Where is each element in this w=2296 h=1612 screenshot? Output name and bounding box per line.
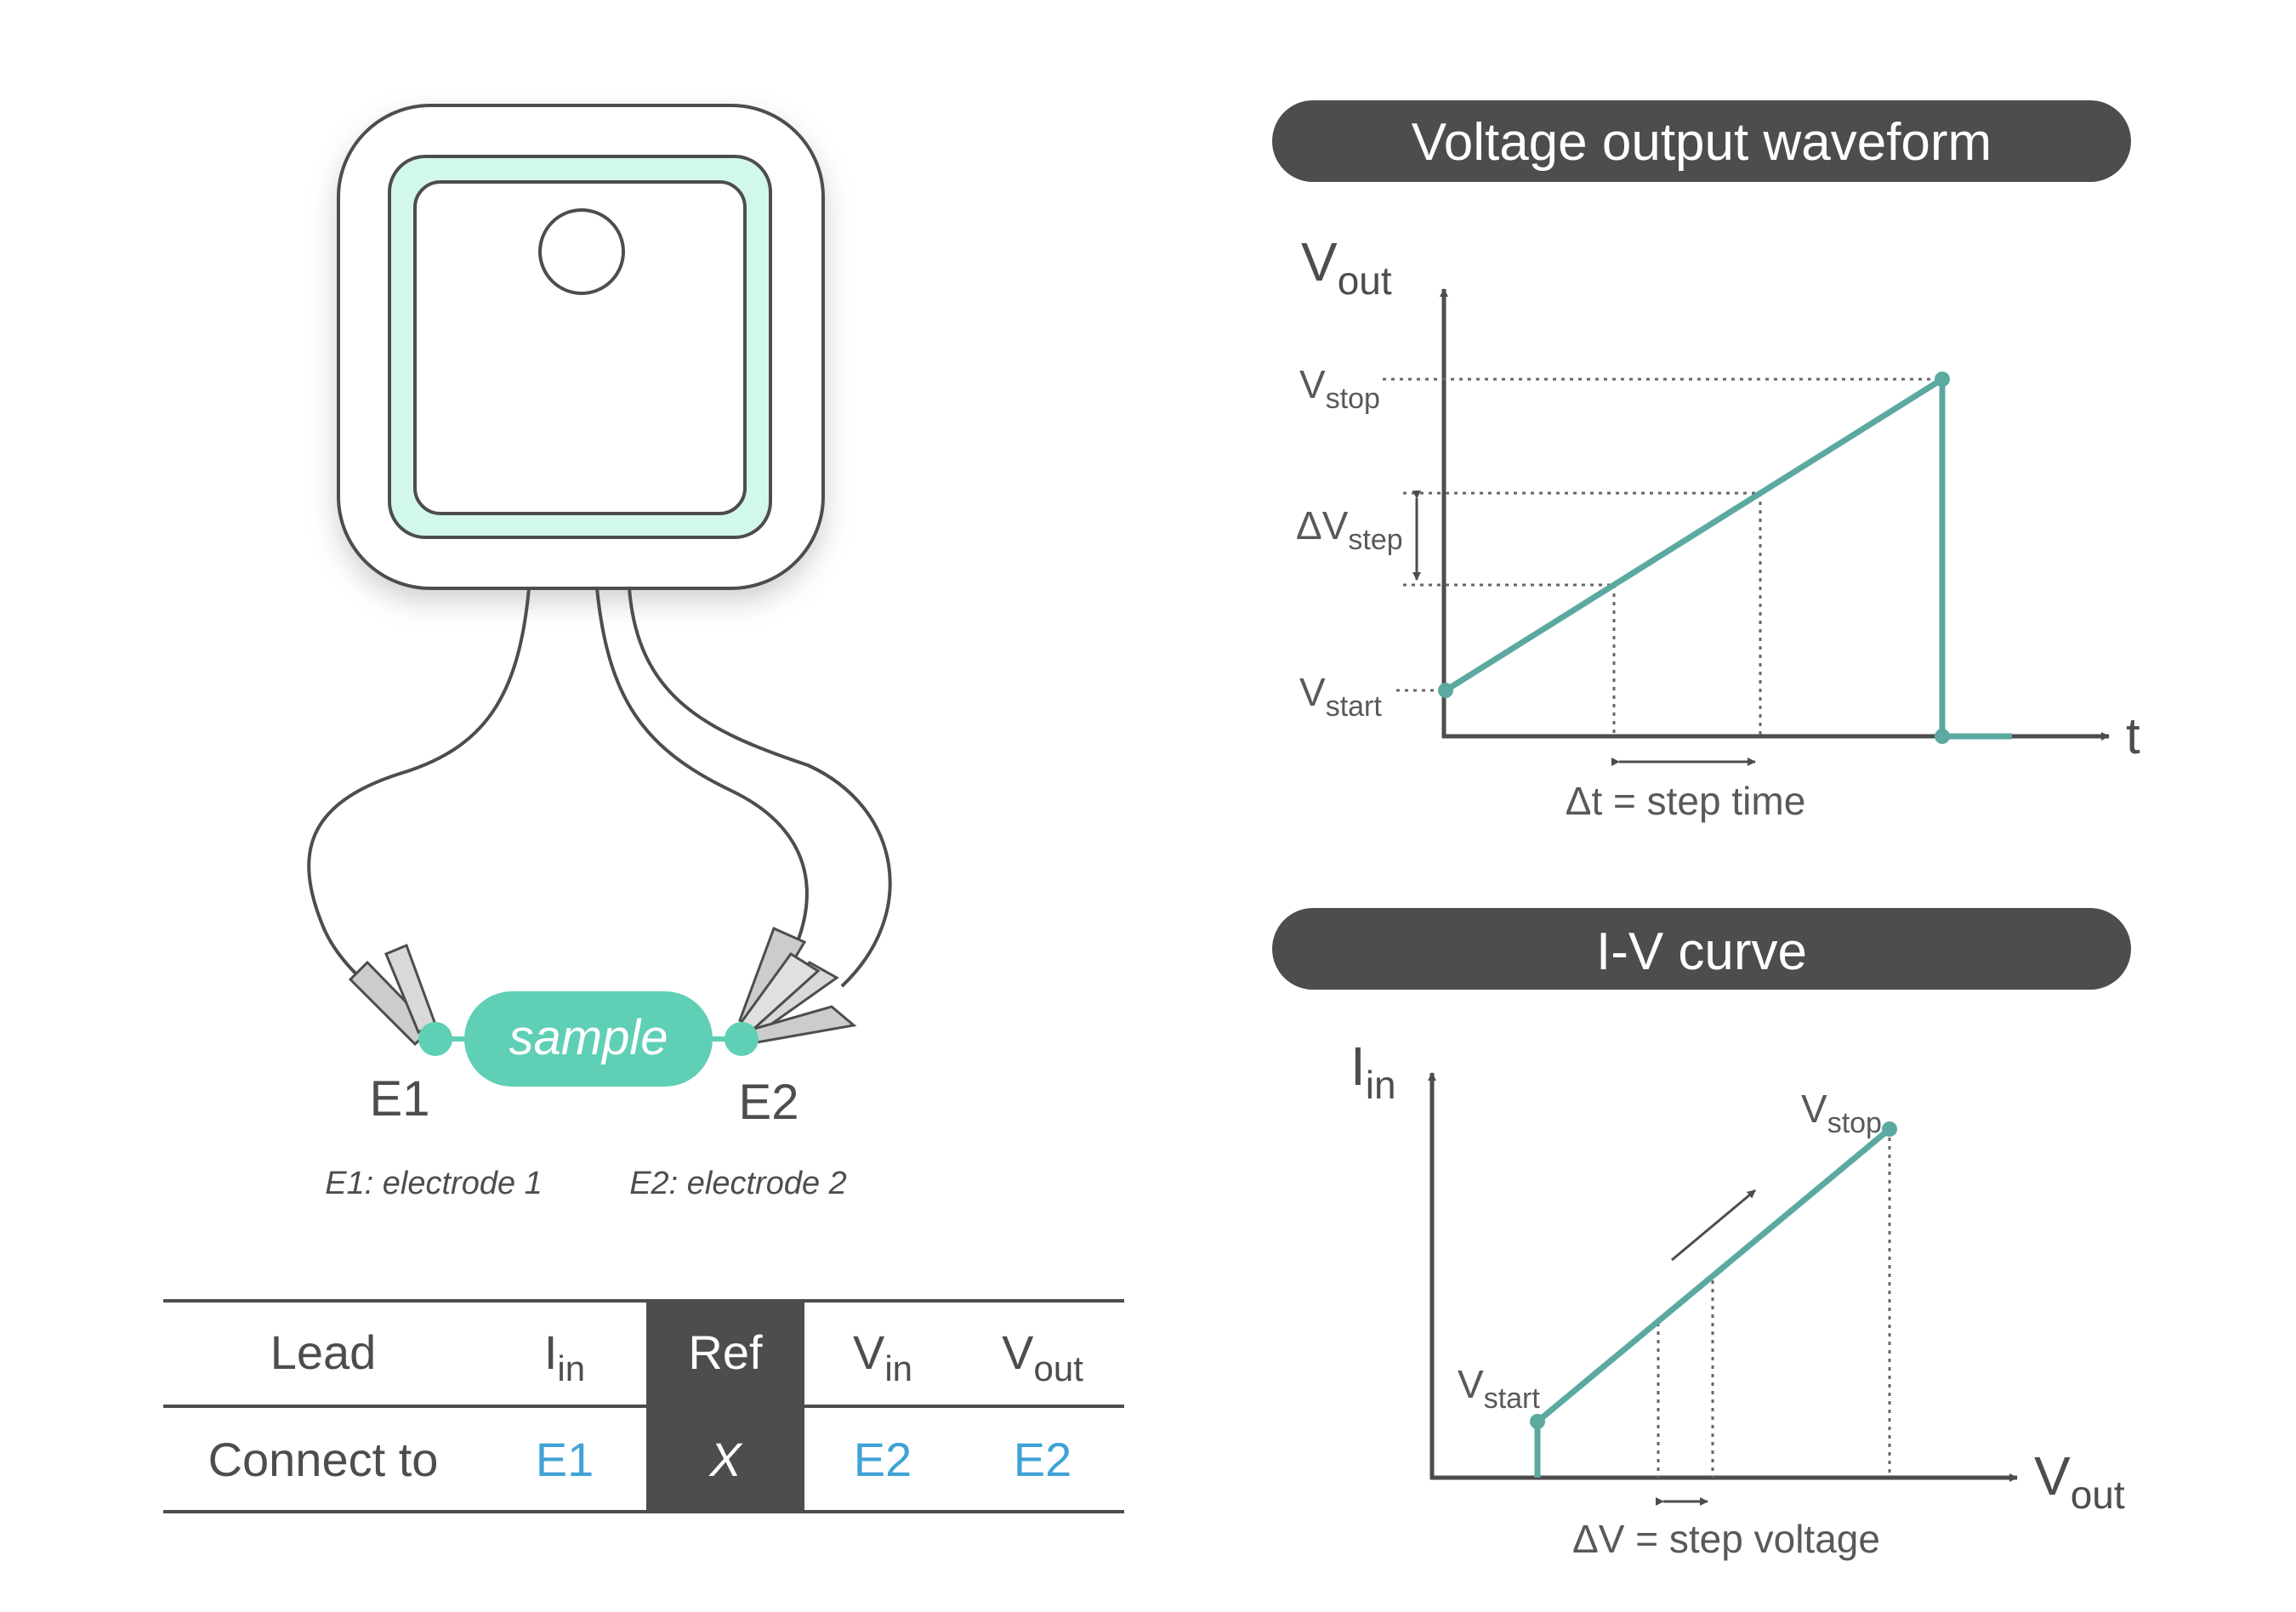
sample-label: sample <box>509 1010 668 1065</box>
electrode-e1-dot <box>418 1022 452 1056</box>
waveform-panel: Voltage output waveform Vout t Vstop ΔVs… <box>1272 100 2140 823</box>
iv-panel: I-V curve Iin Vout Vstop Vstart ΔV = ste… <box>1272 908 2131 1561</box>
header-ref: Ref <box>688 1325 763 1379</box>
electrode-e1-desc: E1: electrode 1 <box>325 1166 543 1201</box>
waveform-dvstep-label: ΔVstep <box>1296 503 1403 556</box>
iv-vstop-label: Vstop <box>1801 1087 1882 1139</box>
header-vout: Vout <box>1002 1325 1083 1388</box>
waveform-stop-point <box>1935 372 1950 387</box>
waveform-vstart-label: Vstart <box>1299 670 1382 723</box>
waveform-title: Voltage output waveform <box>1412 113 1992 172</box>
electrode-e2-desc: E2: electrode 2 <box>629 1166 847 1201</box>
waveform-title-bar <box>1272 100 2131 182</box>
waveform-step-time-label: Δt = step time <box>1566 779 1806 823</box>
iv-start-point <box>1530 1414 1545 1429</box>
cell-vin: E2 <box>854 1433 912 1486</box>
header-vin: Vin <box>853 1325 912 1388</box>
waveform-y-label: Vout <box>1301 231 1392 303</box>
waveform-vstop-label: Vstop <box>1299 362 1380 415</box>
iv-title-bar <box>1272 908 2131 990</box>
iv-direction-arrow <box>1671 1189 1756 1262</box>
sample-pill <box>464 991 713 1087</box>
clip-e2 <box>738 926 857 1044</box>
iv-step-voltage-label: ΔV = step voltage <box>1572 1517 1880 1561</box>
lead-connection-table: Lead Iin Ref Vin Vout Connect to E1 X E2… <box>163 1299 1124 1513</box>
cell-ref: X <box>708 1433 743 1486</box>
device: sample E1 E2 E1: electrode 1 E2: electro… <box>307 104 892 1201</box>
iv-vstart-label: Vstart <box>1458 1362 1540 1415</box>
cable-e2-b <box>628 587 892 988</box>
iv-stop-point <box>1882 1121 1897 1137</box>
waveform-x-label: t <box>2126 707 2140 764</box>
waveform-end-point <box>1935 729 1950 744</box>
iv-title: I-V curve <box>1596 922 1807 981</box>
device-screen <box>413 180 747 515</box>
cell-iin: E1 <box>536 1433 594 1486</box>
cable-e1 <box>307 587 531 1041</box>
waveform-start-point <box>1438 683 1453 698</box>
cell-vout: E2 <box>1014 1433 1072 1486</box>
iv-y-label: Iin <box>1350 1036 1396 1107</box>
row-label: Connect to <box>208 1433 439 1486</box>
electrode-e2-label: E2 <box>739 1075 799 1130</box>
waveform-ramp <box>1444 376 2012 740</box>
header-lead: Lead <box>270 1325 377 1379</box>
device-button <box>538 208 625 295</box>
electrode-e2-dot <box>725 1022 759 1056</box>
electrode-e1-label: E1 <box>370 1071 430 1127</box>
header-iin: Iin <box>544 1325 585 1388</box>
iv-x-label: Vout <box>2034 1445 2125 1517</box>
